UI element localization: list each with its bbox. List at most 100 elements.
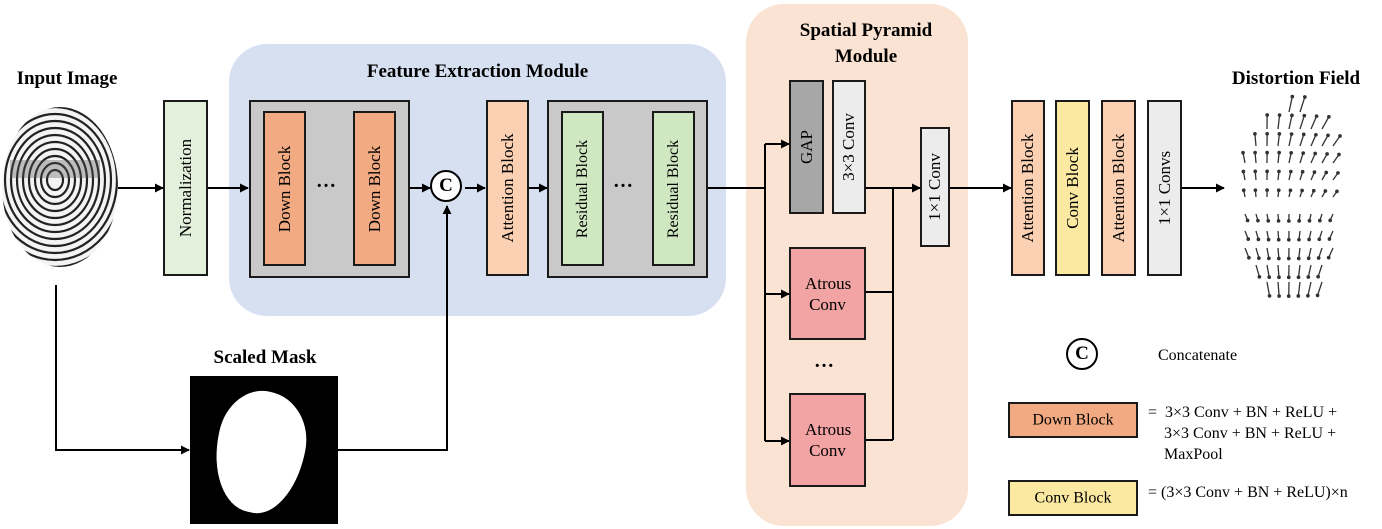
residual-block-2-label: Residual Block [664,139,682,238]
field-vector-head [1253,150,1257,155]
field-vector-head [1336,171,1340,175]
field-vector-head [1307,237,1311,242]
atrous-conv-1: Atrous Conv [789,247,866,340]
convs1x1-label: 1×1 Convs [1154,150,1174,226]
field-vector [1297,264,1301,278]
field-vector-head [1288,169,1293,174]
legend-down-block-label: Down Block [1032,411,1114,429]
field-vector-head [1325,152,1329,156]
field-vector-head [1265,131,1269,136]
field-vector-head [1257,274,1262,279]
field-vector-head [1253,131,1257,136]
scaled-mask-image [190,376,338,524]
field-vector [1299,96,1306,113]
field-vector-head [1286,237,1291,242]
field-vector-head [1289,150,1294,155]
legend-conv-block-def: = (3×3 Conv + BN + ReLU)×n [1148,484,1348,501]
field-vector-head [1314,114,1319,119]
atrous-ellipsis: … [814,350,835,372]
field-vector-head [1306,275,1311,279]
attention-block-fe: Attention Block [486,100,529,276]
field-vector-head [1323,189,1328,193]
field-vector-head [1307,218,1312,223]
field-vector-head [1327,237,1332,241]
residual-block-1-label: Residual Block [573,139,591,238]
field-vector [1310,134,1317,147]
field-vector [1266,281,1271,296]
field-vector [1299,115,1305,130]
field-vector-head [1316,274,1320,279]
field-vector-head [1246,237,1251,241]
field-vector-head [1277,150,1282,155]
legend-conv-block-label: Conv Block [1034,489,1112,507]
convs1x1-block: 1×1 Convs [1147,100,1182,276]
down-block-2: Down Block [353,111,396,266]
spatial-pyramid-title: Spatial Pyramid Module [799,20,933,67]
field-vector-head [1326,133,1330,138]
field-vector [1299,134,1305,147]
field-vector [1266,264,1270,278]
feature-extraction-title: Feature Extraction Module [366,61,589,82]
field-vector-head [1300,169,1305,174]
conv3x3-block: 3×3 Conv [832,80,866,214]
legend-concat-symbol: C [1066,338,1098,370]
distortion-field-image [1241,94,1342,298]
field-vector-head [1267,275,1272,279]
residual-block-2: Residual Block [652,111,695,266]
attention-block-fe-label: Attention Block [497,133,517,243]
atrous-conv-2: Atrous Conv [789,393,866,487]
mask-shape [204,383,316,521]
field-vector-head [1301,151,1306,155]
attention-block-head-1: Attention Block [1011,100,1045,276]
down-block-1-label: Down Block [274,145,294,232]
field-vector-head [1296,256,1301,261]
field-vector-head [1324,170,1329,175]
conv3x3-label: 3×3 Conv [839,113,858,181]
residual-block-1: Residual Block [561,111,604,266]
legend-concat-letter: C [1075,343,1089,364]
field-vector [1316,281,1323,296]
field-vector [1310,115,1318,130]
field-vector-head [1302,113,1307,118]
line-mask-to-concat [338,205,452,451]
field-vector [1288,133,1293,147]
gap-block: GAP [789,80,824,214]
field-vector [1288,96,1293,113]
field-vector-head [1276,219,1281,223]
field-vector-head [1317,218,1322,223]
field-vector-head [1290,94,1295,99]
conv-block-head: Conv Block [1055,100,1090,276]
field-vector-head [1241,169,1246,174]
atrous-conv-1-label: Atrous Conv [805,273,852,314]
field-vector-head [1290,113,1294,118]
field-vector [1277,264,1280,278]
field-vector-head [1277,169,1281,174]
fingerprint-image [2,107,118,267]
field-vector-head [1286,294,1291,298]
field-vector-head [1297,237,1301,242]
field-vector-head [1296,275,1301,280]
field-vector-head [1287,219,1291,223]
legend-conv-block: Conv Block [1008,480,1138,516]
field-vector-head [1276,256,1281,261]
field-vector-head [1326,255,1331,260]
field-vector-head [1306,293,1310,298]
field-vector-head [1277,113,1282,117]
field-vector [1332,135,1341,147]
field-vector-head [1277,294,1281,298]
field-vector-head [1312,170,1317,174]
field-vector-head [1311,188,1316,193]
attention-block-head-2: Attention Block [1101,100,1136,276]
field-vector-head [1337,152,1341,157]
down-block-1: Down Block [263,111,306,266]
field-vector [1307,281,1312,296]
field-vector-head [1265,169,1269,174]
field-vector-head [1302,95,1307,99]
down-block-ellipsis: … [316,170,337,192]
field-vector-head [1256,218,1260,223]
field-vector-head [1267,256,1271,261]
field-vector-head [1256,237,1261,242]
field-vector-head [1265,150,1269,155]
concat-node: C [430,170,462,202]
